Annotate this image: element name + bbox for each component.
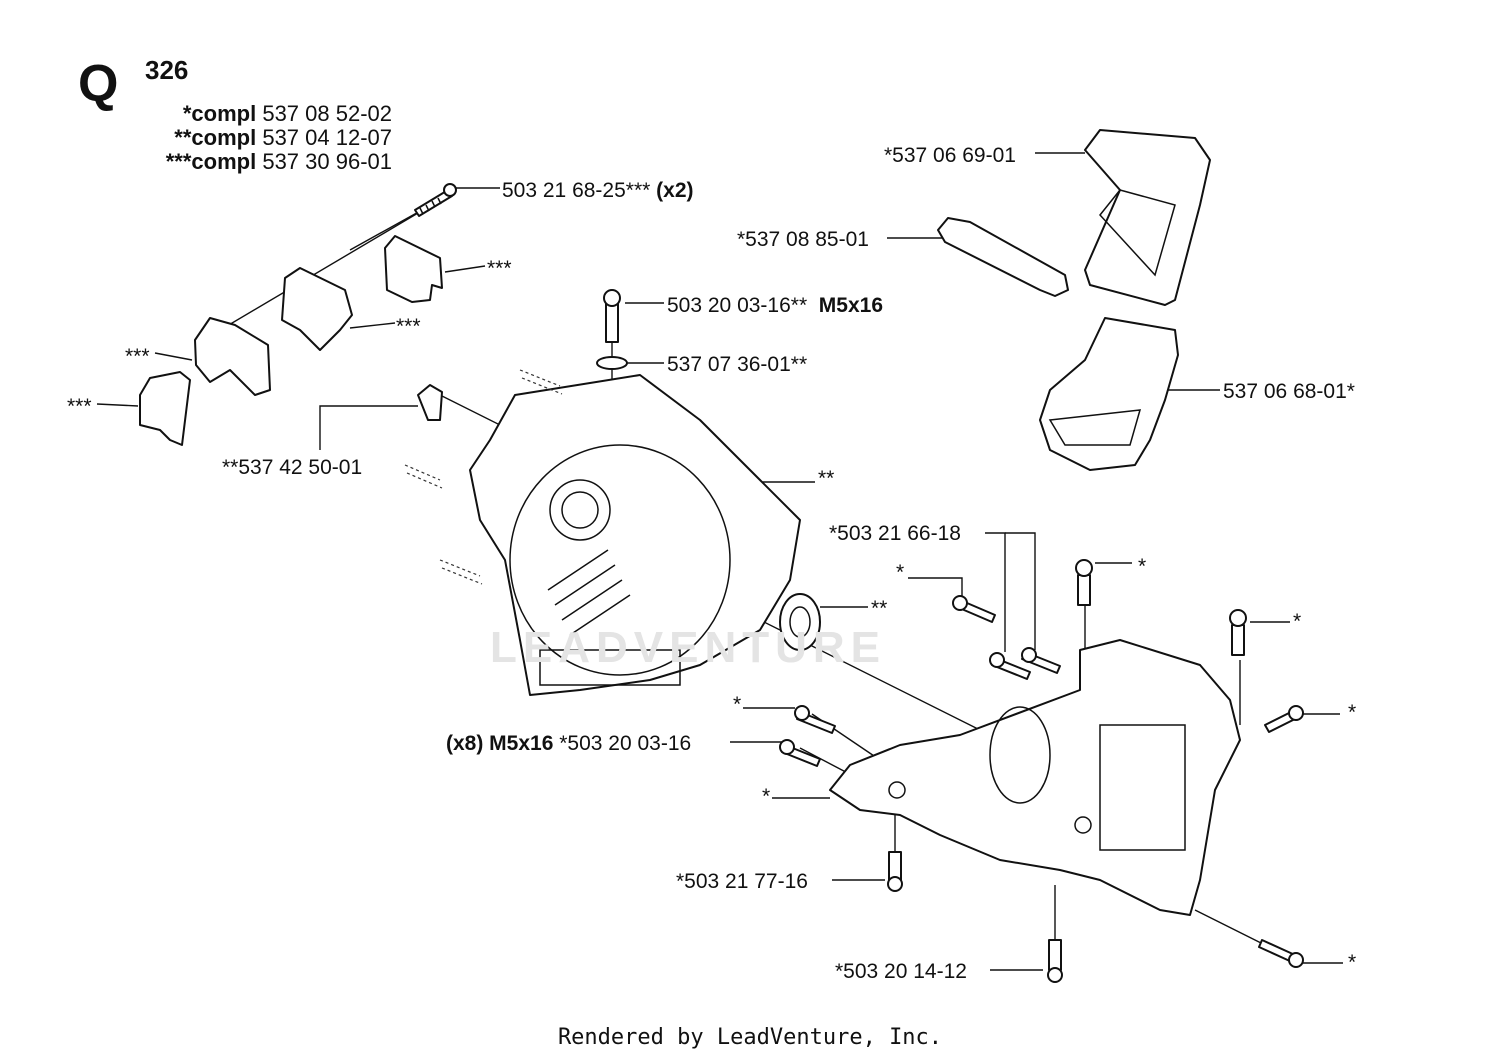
kit-line: *compl 537 08 52-02 bbox=[182, 101, 392, 126]
part-label: (x8) M5x16 *503 20 03-16 bbox=[446, 732, 692, 755]
part-label: * bbox=[762, 785, 771, 808]
footer-credit: Rendered by LeadVenture, Inc. bbox=[557, 1025, 943, 1050]
part-label: 537 07 36-01** bbox=[667, 353, 808, 376]
part-label: *537 06 69-01 bbox=[884, 144, 1016, 167]
part-label: *** bbox=[67, 395, 92, 418]
kit-line: **compl 537 04 12-07 bbox=[174, 125, 392, 150]
part-label: ** bbox=[818, 467, 835, 490]
part-label: **537 42 50-01 bbox=[222, 456, 363, 479]
part-label: 537 06 68-01* bbox=[1223, 380, 1355, 403]
part-label: *537 08 85-01 bbox=[737, 228, 869, 251]
dashed-screws-left bbox=[404, 369, 563, 585]
part-label: * bbox=[1293, 610, 1302, 633]
crankcase-half-left bbox=[469, 374, 801, 696]
part-label: *** bbox=[125, 345, 150, 368]
cover-top-right bbox=[1084, 129, 1211, 306]
section-letter: Q bbox=[78, 55, 119, 113]
part-label: *** bbox=[396, 315, 421, 338]
part-label: 503 21 68-25*** (x2) bbox=[502, 179, 694, 202]
part-label: * bbox=[1348, 701, 1357, 724]
part-label: *503 21 66-18 bbox=[829, 522, 961, 545]
gasket-plate bbox=[937, 217, 1069, 297]
part-label: ** bbox=[871, 597, 888, 620]
part-label: *503 21 77-16 bbox=[676, 870, 808, 893]
section-number: 326 bbox=[145, 55, 189, 85]
clamp-pieces bbox=[139, 235, 443, 446]
part-label: *** bbox=[487, 257, 512, 280]
bearing bbox=[779, 593, 821, 651]
part-label: *503 20 14-12 bbox=[835, 960, 967, 983]
part-label: 503 20 03-16** M5x16 bbox=[667, 294, 884, 317]
kit-line: ***compl 537 30 96-01 bbox=[165, 149, 392, 174]
cover-lower-right bbox=[1039, 317, 1179, 471]
crankcase-half-right bbox=[829, 639, 1241, 916]
part-label: * bbox=[1138, 555, 1147, 578]
screw-top-left bbox=[414, 183, 457, 217]
watermark: LEADVENTURE bbox=[490, 623, 887, 672]
screws-right bbox=[779, 559, 1304, 983]
screw-and-washer-center bbox=[596, 289, 628, 370]
part-label: * bbox=[733, 693, 742, 716]
part-label: * bbox=[896, 561, 905, 584]
part-label: * bbox=[1348, 951, 1357, 974]
